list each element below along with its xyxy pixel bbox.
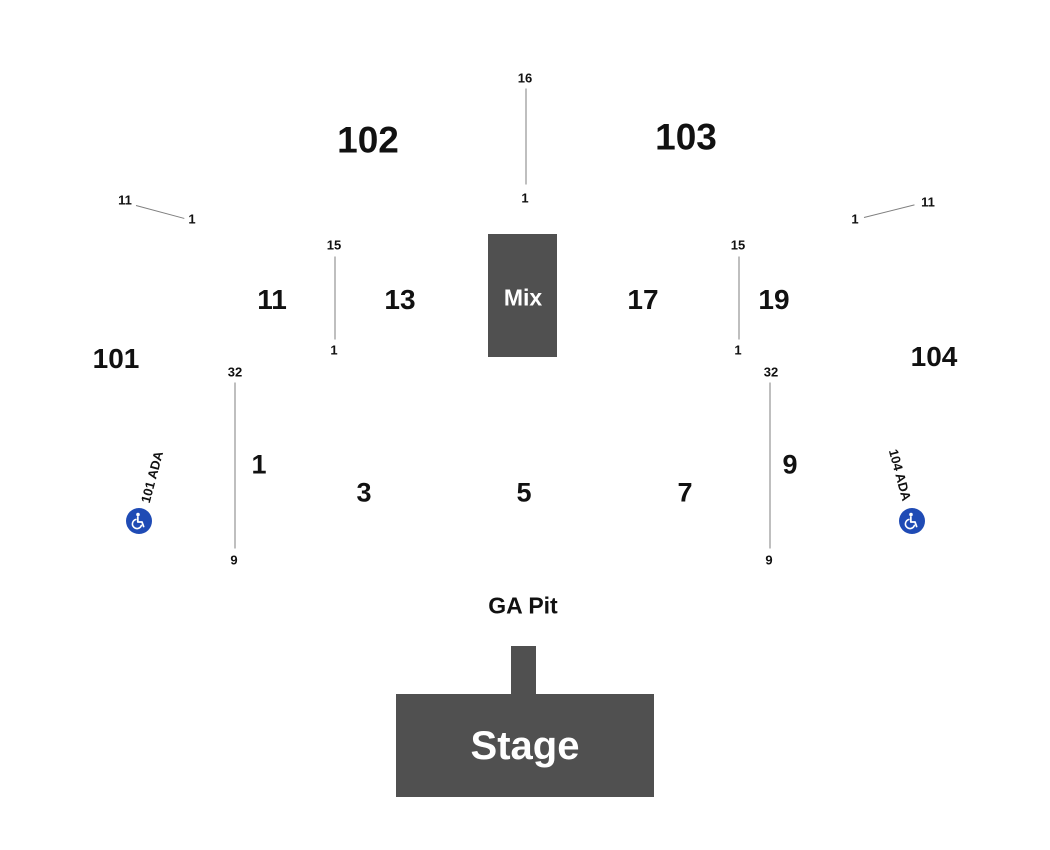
row-label-left-floor-bottom: 9 (230, 552, 238, 568)
row-label-center-top: 16 (517, 70, 533, 86)
section-11[interactable]: 11 (257, 284, 287, 315)
row-label-left-floor-top: 32 (227, 364, 243, 380)
row-label-center-bottom: 1 (521, 190, 529, 206)
row-divider-left-mid (334, 256, 336, 340)
row-label-right-mid-top: 15 (730, 237, 746, 253)
stage-runway (511, 646, 536, 696)
row-label-left-corner-start: 11 (118, 192, 132, 208)
wheelchair-icon[interactable] (899, 508, 925, 534)
section-104[interactable]: 104 (910, 341, 958, 372)
mix-booth (488, 234, 557, 357)
section-19[interactable]: 19 (758, 284, 790, 315)
row-divider-right-floor (769, 382, 771, 549)
row-label-right-floor-top: 32 (763, 364, 779, 380)
row-label-right-floor-bottom: 9 (765, 552, 773, 568)
row-divider-center (525, 88, 527, 185)
mix-booth-label: Mix (503, 284, 543, 311)
section-7[interactable]: 7 (677, 477, 693, 508)
row-divider-left-corner (135, 205, 185, 219)
ga-pit-label[interactable]: GA Pit (488, 592, 558, 619)
section-103[interactable]: 103 (655, 116, 717, 158)
section-101[interactable]: 101 (92, 343, 140, 374)
section-3[interactable]: 3 (356, 477, 372, 508)
row-label-right-corner-end: 1 (851, 211, 859, 227)
row-label-left-corner-end: 1 (188, 211, 196, 227)
section-5[interactable]: 5 (516, 477, 532, 508)
ada-label-101: 101 ADA (137, 449, 167, 505)
section-9[interactable]: 9 (782, 449, 798, 480)
row-label-right-mid-bottom: 1 (734, 342, 742, 358)
section-13[interactable]: 13 (384, 284, 416, 315)
row-label-left-mid-top: 15 (326, 237, 342, 253)
stage (396, 694, 654, 797)
section-17[interactable]: 17 (627, 284, 659, 315)
stage-label: Stage (470, 724, 580, 768)
row-divider-right-mid (738, 256, 740, 340)
row-divider-left-floor (234, 382, 236, 549)
section-102[interactable]: 102 (337, 119, 399, 161)
row-label-left-mid-bottom: 1 (330, 342, 338, 358)
ada-label-104: 104 ADA (885, 447, 915, 503)
row-divider-right-corner (863, 204, 915, 218)
wheelchair-icon[interactable] (126, 508, 152, 534)
row-label-right-corner-start: 11 (921, 194, 935, 210)
section-1[interactable]: 1 (251, 449, 267, 480)
